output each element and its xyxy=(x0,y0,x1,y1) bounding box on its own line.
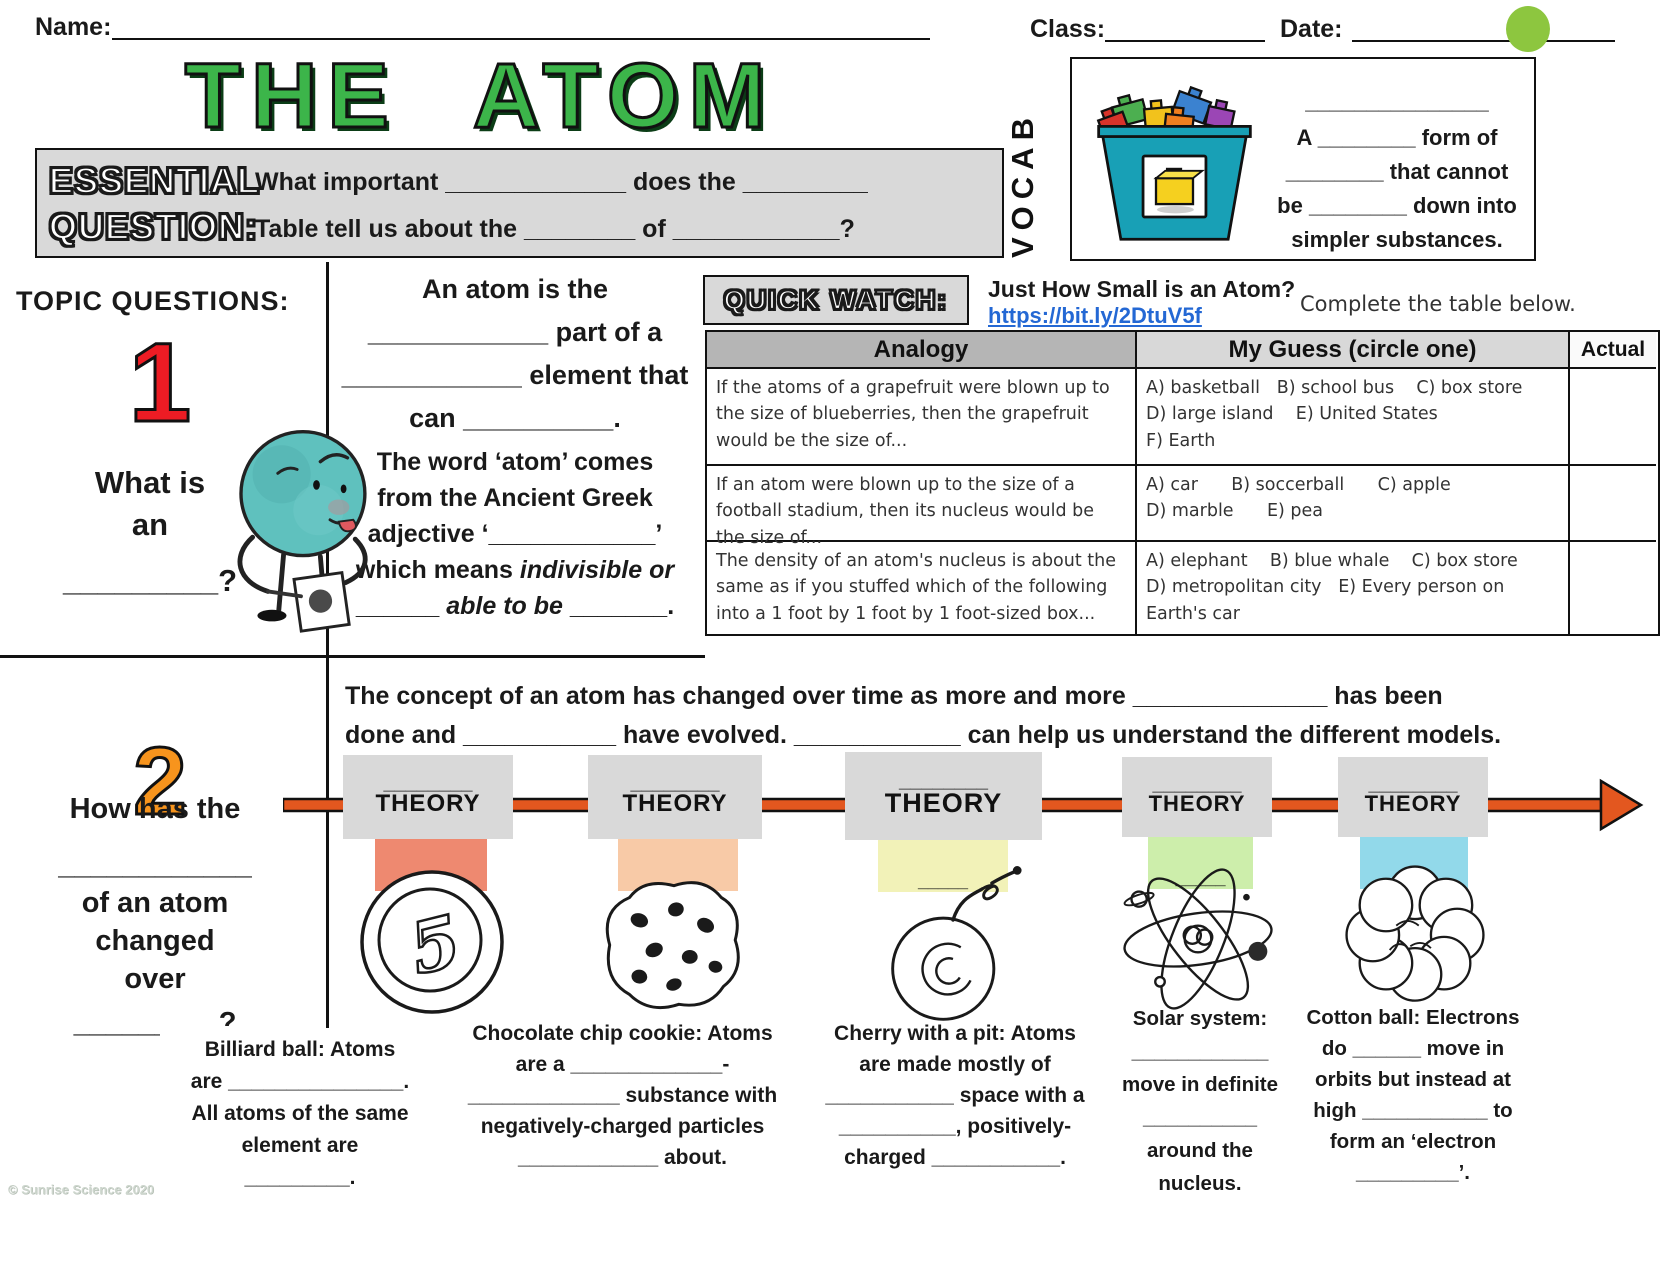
solar-system-caption: Solar system: ____________ move in defin… xyxy=(1121,1007,1279,1195)
class-blank-line xyxy=(1105,12,1265,42)
table-row2-analogy: If an atom were blown up to the size of … xyxy=(707,466,1137,548)
table-row3-guess: A) elephant B) blue whale C) box store D… xyxy=(1137,542,1570,634)
cherry-with-pit-caption: Cherry with a pit: Atoms are made mostly… xyxy=(825,1022,1085,1169)
billiard-ball-caption: Billiard ball: Atoms are _______________… xyxy=(160,1028,440,1212)
origin-line1: The word ‘atom’ comes xyxy=(376,448,654,476)
vocab-line2: ________ that cannot xyxy=(1285,159,1509,184)
vocab-side-label: VOCAB xyxy=(1005,111,1040,258)
topic2-q-line4: changed xyxy=(95,925,215,957)
page-title: THE ATOM xyxy=(183,44,776,149)
origin-line4: which means indivisible or xyxy=(355,556,675,584)
vertical-divider xyxy=(326,262,329,1105)
vocab-definition: A ________ form of ________ that cannot … xyxy=(1267,121,1527,257)
topic2-intro-line1: The concept of an atom has changed over … xyxy=(345,682,1443,710)
def-line3: ____________ element that xyxy=(341,360,689,390)
table-row1-analogy: If the atoms of a grapefruit were blown … xyxy=(707,369,1137,466)
theory-blank-3: ________ xyxy=(899,769,988,792)
essential-question-box: ESSENTIAL QUESTION: What important _____… xyxy=(35,148,1004,258)
theory-blank-1: ________ xyxy=(383,772,473,794)
theory-box-5: ________ THEORY xyxy=(1338,757,1488,837)
theory-box-4: ________ THEORY xyxy=(1122,757,1272,837)
table-row1-guess: A) basketball B) school bus C) box store… xyxy=(1137,369,1570,466)
vocab-box: _______________ A ________ form of _____… xyxy=(1070,57,1536,261)
topic1-question-line1: What is xyxy=(94,465,206,500)
theory-label-1: THEORY xyxy=(375,790,481,817)
vocab-line3: be ________ down into xyxy=(1277,193,1517,218)
def-line2: ____________ part of a xyxy=(367,317,663,347)
lego-bucket-icon xyxy=(1096,85,1252,241)
essential-question-line2: Table tell us about the ________ of ____… xyxy=(255,215,855,243)
origin-italic-2: able to be xyxy=(446,592,563,620)
cotton-ball-caption: Cotton ball: Electrons do ______ move in… xyxy=(1306,1006,1520,1184)
video-link[interactable]: https://bit.ly/2DtuV5f xyxy=(988,303,1202,328)
topic2-question: How has the ____________ of an atom chan… xyxy=(30,790,280,1042)
topic1-question-line2: an xyxy=(131,507,169,542)
essential-question-line1: What important _____________ does the __… xyxy=(255,168,868,196)
topic2-number: 2 xyxy=(132,727,188,837)
theory-label-4: THEORY xyxy=(1148,791,1246,816)
topic1-question: What is an _________? xyxy=(40,462,260,602)
table-row3-analogy: The density of an atom's nucleus is abou… xyxy=(707,542,1137,634)
theory-blank-5: ________ xyxy=(1368,773,1458,795)
vocab-line1: A ________ form of xyxy=(1296,125,1498,150)
essential-label-line2: QUESTION: xyxy=(48,205,259,248)
video-title: Just How Small is an Atom? xyxy=(988,276,1296,302)
name-blank-line xyxy=(112,10,930,40)
quick-watch-label: QUICK WATCH: xyxy=(723,284,949,316)
topic1-question-blank: _________? xyxy=(62,563,238,598)
topic-questions-header: TOPIC QUESTIONS: xyxy=(16,286,290,316)
topic2-intro-line2: done and ___________ have evolved. _____… xyxy=(345,721,1502,749)
table-instruction: Complete the table below. xyxy=(1300,292,1576,316)
solar-system-sketch-icon xyxy=(1123,868,1273,1010)
theory-label-5: THEORY xyxy=(1364,791,1462,816)
essential-label-line1: ESSENTIAL xyxy=(48,159,261,202)
table-row2-guess: A) car B) soccerball C) apple D) marble … xyxy=(1137,466,1570,542)
theory-blank-2: ________ xyxy=(630,772,720,794)
topic2-q-blank1: ____________ xyxy=(58,849,252,881)
theory-box-2: ________ THEORY xyxy=(588,755,762,839)
theory-tab-cherry: _____ xyxy=(878,840,1008,892)
chocolate-chip-cookie-caption: Chocolate chip cookie: Atoms are a _____… xyxy=(467,1022,778,1169)
topic2-q-line5: over xyxy=(124,963,186,995)
topic2-q-line1: How has the xyxy=(69,793,241,825)
name-label: Name: xyxy=(35,13,112,41)
vocab-line4: simpler substances. xyxy=(1291,227,1503,252)
copyright: © Sunrise Science 2020 xyxy=(8,1182,155,1197)
class-label: Class: xyxy=(1030,15,1106,43)
table-row1-actual xyxy=(1570,369,1656,466)
green-dot-icon xyxy=(1506,6,1550,52)
table-header-guess: My Guess (circle one) xyxy=(1137,332,1570,369)
cotton-ball-sketch-icon xyxy=(1345,865,1485,1002)
origin-line3: adjective ‘____________’ xyxy=(367,520,663,548)
def-line4: can __________. xyxy=(409,403,621,433)
horizontal-divider xyxy=(0,655,705,658)
theory-label-3: THEORY xyxy=(884,787,1003,818)
theory-blank-4: ________ xyxy=(1152,773,1242,795)
date-label: Date: xyxy=(1280,15,1343,43)
table-row3-actual xyxy=(1570,542,1656,634)
table-header-analogy: Analogy xyxy=(707,332,1137,369)
theory-label-2: THEORY xyxy=(622,790,728,817)
atom-word-origin: The word ‘atom’ comes from the Ancient G… xyxy=(325,444,705,624)
atom-character-icon xyxy=(237,429,368,633)
origin-italic-1: indivisible or xyxy=(519,556,675,584)
billiard-ball-sketch-icon: 5 xyxy=(360,870,504,1014)
theory-tab-cookie: _____ xyxy=(618,839,738,891)
table-header-actual: Actual xyxy=(1570,332,1656,369)
vocab-blank-line: _______________ xyxy=(1305,89,1489,114)
topic1-number: 1 xyxy=(127,319,192,447)
cherry-with-pit-sketch-icon xyxy=(891,866,1022,1021)
origin-line5: ______ able to be _______. xyxy=(355,592,675,620)
origin-line2: from the Ancient Greek xyxy=(377,484,653,512)
def-line1: An atom is the xyxy=(421,274,609,304)
topic2-q-line3: of an atom xyxy=(81,887,229,919)
table-row2-actual xyxy=(1570,466,1656,542)
date-blank-line xyxy=(1352,12,1615,42)
quick-watch-box: QUICK WATCH: xyxy=(703,275,969,325)
analogy-table: Analogy My Guess (circle one) Actual If … xyxy=(705,330,1660,636)
theory-box-1: ________ THEORY xyxy=(343,755,513,839)
chocolate-chip-cookie-sketch-icon xyxy=(605,881,740,1010)
theory-box-3: ________ THEORY xyxy=(845,752,1042,840)
atom-definition: An atom is the ____________ part of a __… xyxy=(325,268,705,440)
